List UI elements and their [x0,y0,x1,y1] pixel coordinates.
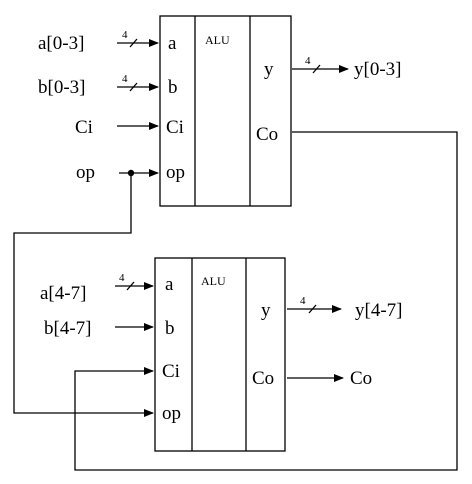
signal-a-high-label: a[4-7] [40,283,86,304]
alu-bottom-port-co: Co [252,368,274,389]
alu-top-port-co: Co [256,124,278,145]
signal-a-low-bus-width: 4 [122,29,128,41]
alu-top-outline [159,15,292,207]
signal-co-out-label: Co [350,368,372,389]
alu-top-port-a: a [168,33,177,54]
signal-b-low-label: b[0-3] [38,77,85,98]
signal-y-low-bus-slash [312,64,321,74]
signal-y-high-bus-width: 4 [300,295,306,307]
signal-b-low-bus-width: 4 [122,73,128,85]
alu-top-port-b: b [168,77,178,98]
signal-y-low-bus-width: 4 [305,55,311,67]
signal-a-high-bus-width: 4 [119,272,125,284]
signal-a-low-bus-slash [129,38,138,48]
signal-a-low-label: a[0-3] [38,33,84,54]
alu-top-port-ci: Ci [166,117,184,138]
alu-bottom-port-y: y [261,300,271,321]
alu-bottom-port-a: a [165,274,174,295]
alu-bottom-port-op: op [162,403,181,424]
alu-top-port-y: y [264,59,274,80]
signal-op-label: op [76,162,95,183]
alu-top-title: ALU [205,33,230,47]
alu-bottom-outline [154,257,286,452]
signal-a-high-bus-slash [126,281,135,291]
alu-bottom-port-b: b [165,318,175,339]
alu-top-port-op: op [166,162,185,183]
signal-y-high-bus-slash [308,304,317,314]
alu-bottom-title: ALU [201,274,226,288]
alu-top-block: ALU a b Ci op y Co [159,15,292,207]
signal-y-low-label: y[0-3] [354,59,401,80]
signal-b-low-bus-slash [129,82,138,92]
alu-bottom-port-ci: Ci [162,361,180,382]
signal-b-high-label: b[4-7] [44,318,91,339]
signal-y-high-label: y[4-7] [355,300,402,321]
op-shared-wire [13,173,154,417]
signal-ci-label: Ci [75,117,93,138]
alu-bottom-block: ALU a b Ci op y Co [154,257,286,452]
carry-wire [74,131,458,471]
